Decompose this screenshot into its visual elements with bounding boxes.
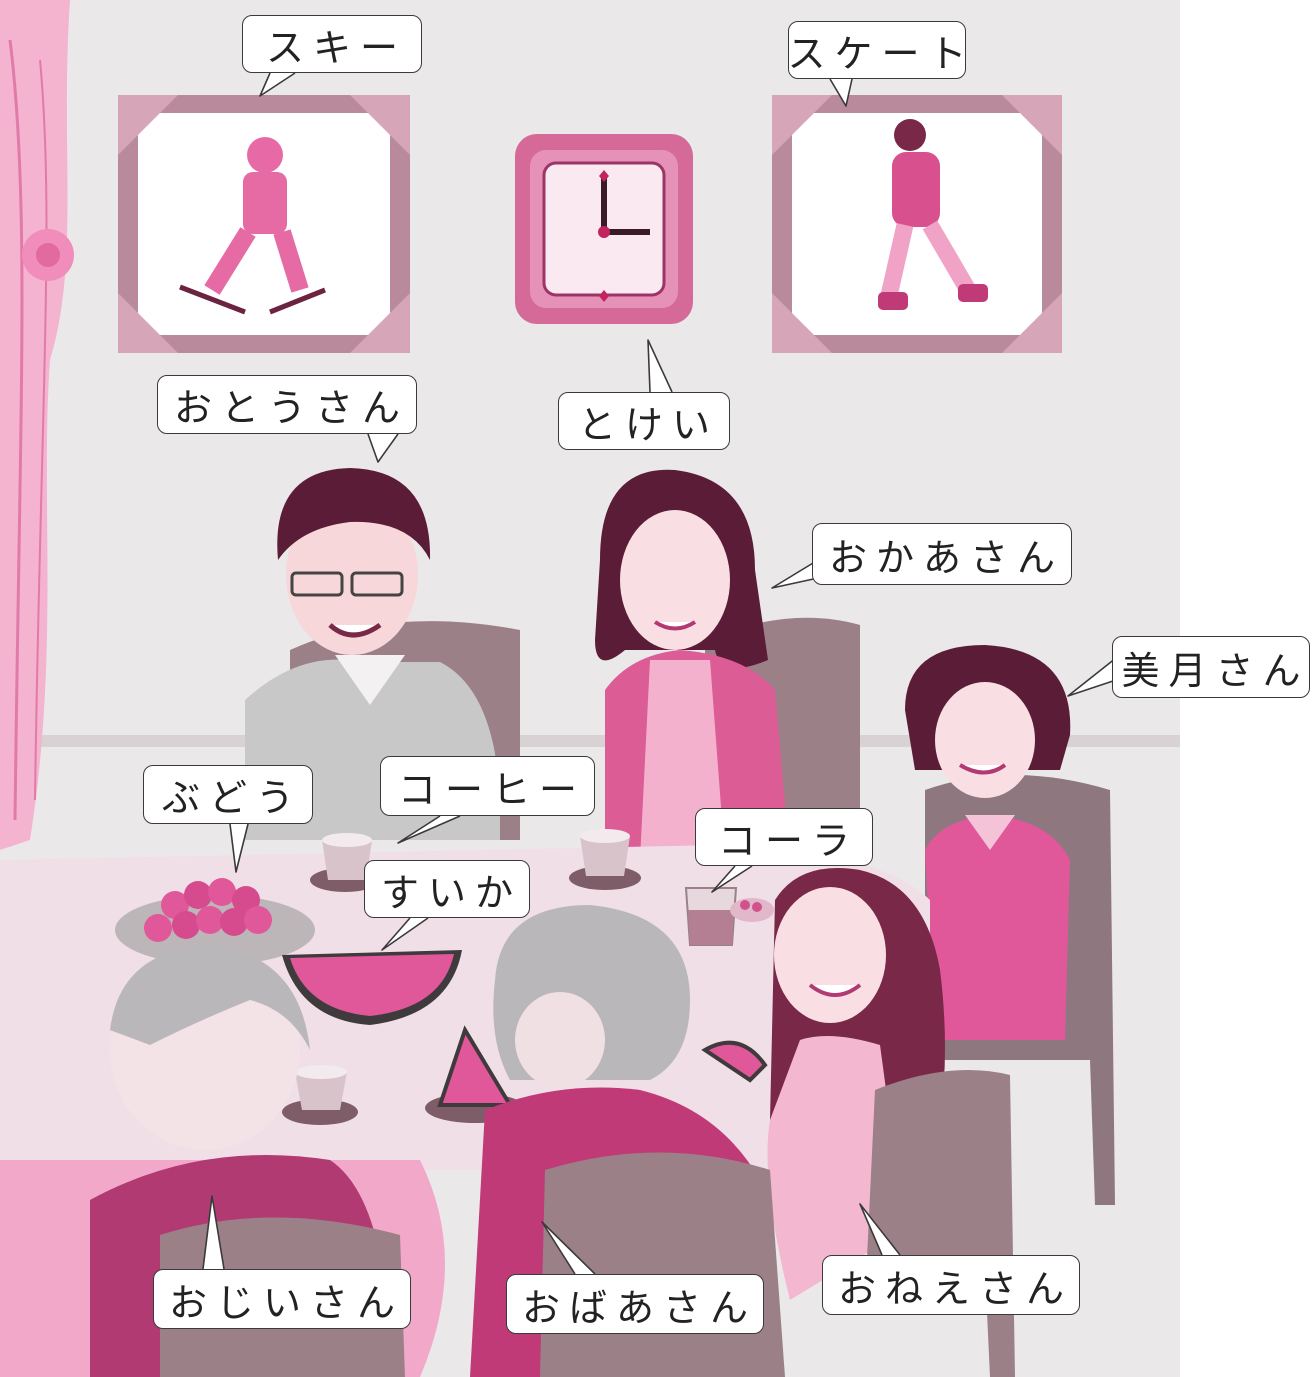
label-coffee: コーヒー bbox=[380, 756, 595, 816]
label-ski: スキー bbox=[242, 15, 422, 73]
label-cola: コーラ bbox=[695, 808, 873, 866]
label-older-sister: おねえさん bbox=[822, 1255, 1080, 1315]
label-grapes: ぶどう bbox=[143, 765, 313, 824]
label-father: おとうさん bbox=[157, 375, 417, 434]
meiyue-figure bbox=[905, 645, 1071, 1040]
mother-figure bbox=[595, 469, 790, 860]
label-meiyue: 美月さん bbox=[1112, 636, 1310, 698]
callout-pointers bbox=[202, 72, 1117, 1275]
chair-older-sister bbox=[865, 1070, 1015, 1377]
coffee-cup-2 bbox=[569, 829, 641, 890]
cola-glass bbox=[684, 887, 738, 946]
label-mother: おかあさん bbox=[812, 523, 1072, 585]
grapes-plate bbox=[115, 878, 315, 965]
label-clock: とけい bbox=[558, 392, 730, 450]
watermelon-slice-large bbox=[282, 950, 462, 1025]
curtain bbox=[0, 0, 74, 850]
ski-picture bbox=[118, 95, 410, 353]
skate-picture bbox=[772, 95, 1062, 353]
snack-bowl bbox=[730, 898, 774, 922]
label-watermelon: すいか bbox=[364, 860, 530, 918]
label-skate: スケート bbox=[788, 21, 967, 79]
label-grandfather: おじいさん bbox=[153, 1269, 411, 1329]
wall-clock bbox=[515, 134, 693, 324]
coffee-cup-1 bbox=[310, 833, 380, 892]
label-grandmother: おばあさん bbox=[506, 1274, 764, 1334]
coffee-cup-3 bbox=[282, 1065, 358, 1125]
